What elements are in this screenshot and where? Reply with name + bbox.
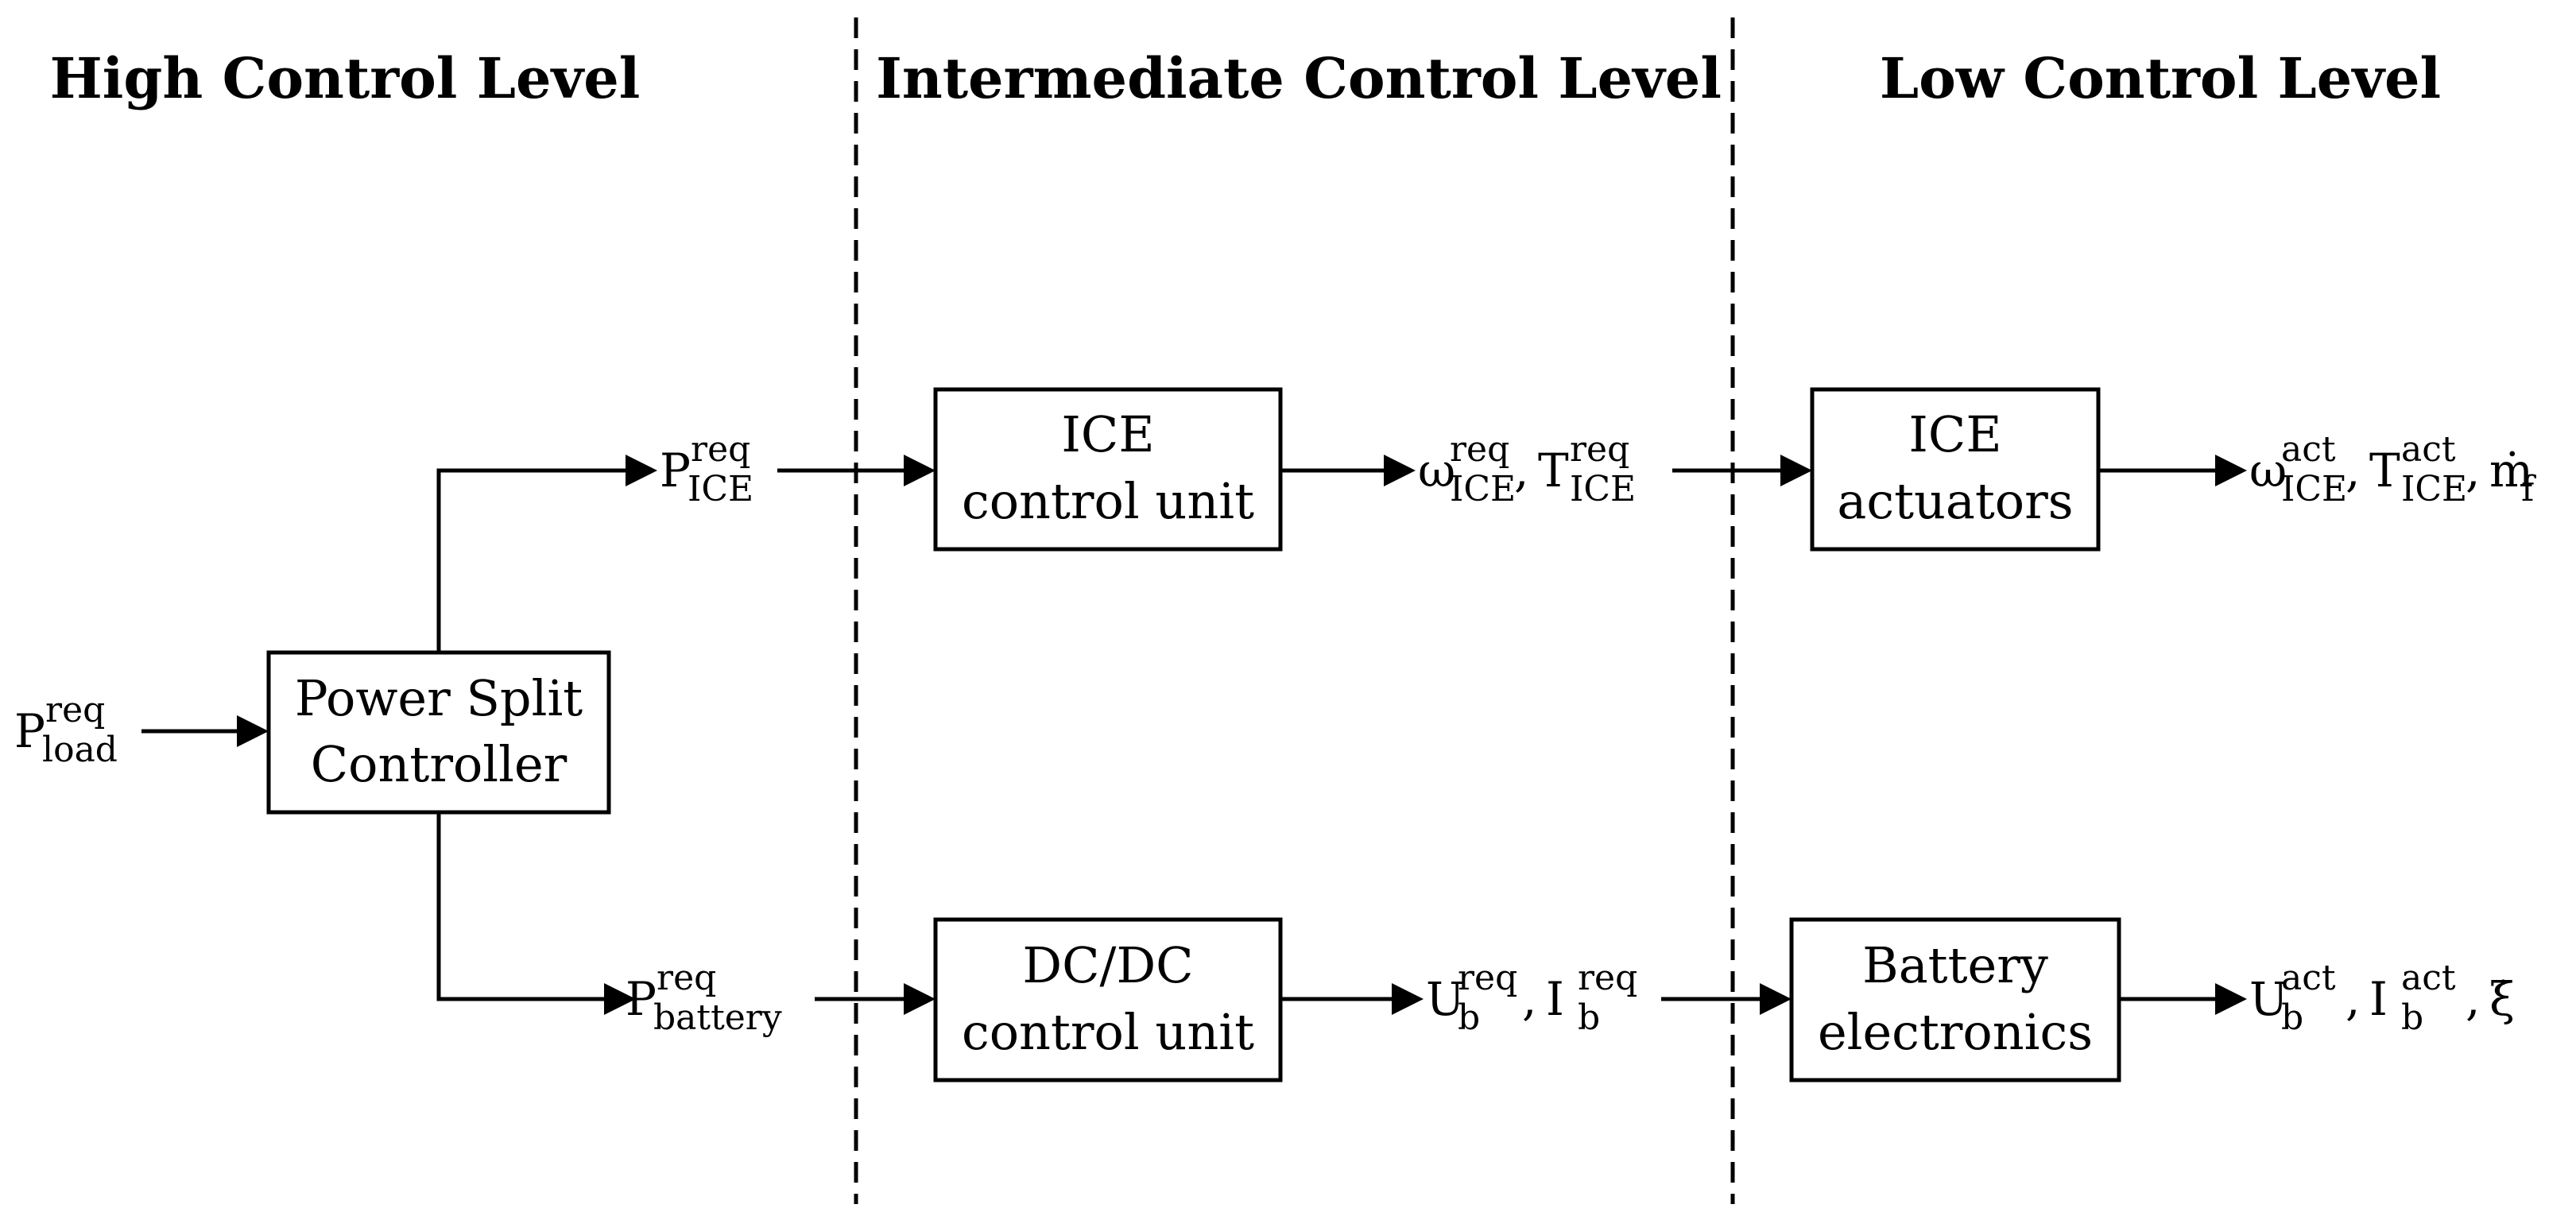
ice_setpoints-symbol-1: T bbox=[1538, 443, 1569, 498]
battery_setpoints-subscript-1: b bbox=[1578, 997, 1600, 1038]
ice_actuals-separator-1: , bbox=[2466, 443, 2480, 498]
ice_setpoints-subscript-1: ICE bbox=[1570, 469, 1636, 509]
arrow-splitter-to-p-ice bbox=[436, 455, 657, 653]
battery_actuals-separator-0: , bbox=[2346, 972, 2360, 1026]
battery_setpoints-symbol-1: I bbox=[1546, 972, 1564, 1026]
ice-actuators-label-line2: actuators bbox=[1837, 472, 2073, 530]
power-split-label-line2: Controller bbox=[311, 735, 567, 793]
battery_setpoints-superscript-0: req bbox=[1458, 958, 1517, 998]
dcdc-control-label-line1: DC/DC bbox=[1022, 936, 1193, 994]
battery_actuals-symbol-1: I bbox=[2369, 972, 2388, 1026]
power-split-label-line1: Power Split bbox=[295, 669, 583, 727]
ice_actuals-subscript-0: ICE bbox=[2281, 469, 2347, 509]
battery_actuals-subscript-0: b bbox=[2281, 997, 2303, 1038]
battery_actuals-superscript-1: act bbox=[2401, 958, 2456, 998]
ice_actuals-subscript-2: f bbox=[2521, 469, 2536, 509]
ice_setpoints-symbol-0: ω bbox=[1418, 443, 1455, 498]
level-title-low: Low Control Level bbox=[1880, 45, 2441, 111]
battery-electronics-label-line2: electronics bbox=[1818, 1003, 2093, 1061]
ice-control-unit-block: ICE control unit bbox=[933, 387, 1283, 552]
ice_actuals-superscript-1: act bbox=[2401, 429, 2456, 470]
ice_actuals-superscript-0: act bbox=[2281, 429, 2336, 470]
battery_actuals-subscript-1: b bbox=[2401, 997, 2423, 1038]
ice_actuals-symbol-0: ω bbox=[2249, 443, 2287, 498]
battery_actuals-superscript-0: act bbox=[2281, 958, 2336, 998]
power-split-controller-block: Power Split Controller bbox=[266, 650, 611, 815]
ice_setpoints-superscript-0: req bbox=[1450, 429, 1509, 470]
battery_actuals-symbol-0: U bbox=[2249, 972, 2288, 1026]
battery_actuals-symbol-2: ξ̇ bbox=[2489, 972, 2515, 1026]
ice-control-label-line2: control unit bbox=[962, 472, 1254, 530]
level-title-high: High Control Level bbox=[50, 45, 641, 111]
dcdc-control-unit-block: DC/DC control unit bbox=[933, 917, 1283, 1082]
battery_setpoints-separator-0: , bbox=[1522, 972, 1536, 1026]
ice_setpoints-separator-0: , bbox=[1514, 443, 1528, 498]
ice_actuals-subscript-1: ICE bbox=[2401, 469, 2467, 509]
ice_actuals-symbol-2: ṁ bbox=[2489, 443, 2533, 498]
battery_setpoints-superscript-1: req bbox=[1578, 958, 1637, 998]
ice_setpoints-subscript-0: ICE bbox=[1450, 469, 1516, 509]
battery-electronics-block: Battery electronics bbox=[1789, 917, 2121, 1082]
ice_actuals-separator-0: , bbox=[2346, 443, 2360, 498]
ice_actuals-symbol-1: T bbox=[2369, 443, 2400, 498]
ice_setpoints-superscript-1: req bbox=[1570, 429, 1629, 470]
battery_setpoints-symbol-0: U bbox=[1426, 972, 1465, 1026]
battery-electronics-label-line1: Battery bbox=[1862, 936, 2048, 994]
ice-actuators-label-line1: ICE bbox=[1908, 405, 2001, 463]
dcdc-control-label-line2: control unit bbox=[962, 1003, 1254, 1061]
level-title-intermediate: Intermediate Control Level bbox=[876, 45, 1722, 111]
battery_setpoints-subscript-0: b bbox=[1458, 997, 1480, 1038]
ice-control-label-line1: ICE bbox=[1061, 405, 1154, 463]
ice-actuators-block: ICE actuators bbox=[1810, 387, 2101, 552]
battery_actuals-separator-1: , bbox=[2466, 972, 2480, 1026]
arrow-splitter-to-p-battery bbox=[436, 812, 636, 1015]
